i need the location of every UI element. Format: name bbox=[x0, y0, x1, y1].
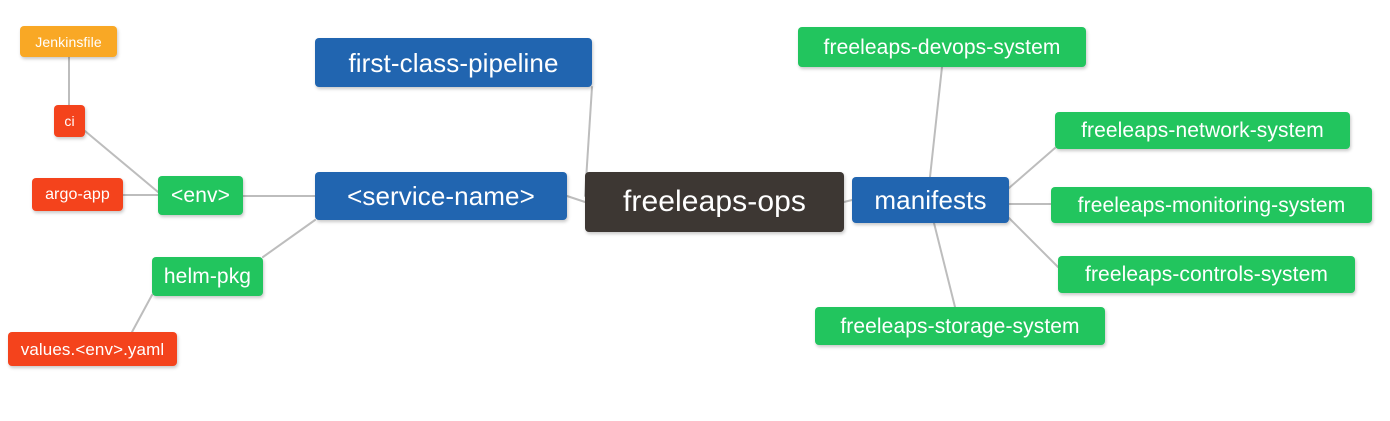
node-argo-app[interactable]: argo-app bbox=[32, 178, 123, 211]
edge-manifests-to-freeleaps-controls-system bbox=[1008, 217, 1059, 268]
node-ci[interactable]: ci bbox=[54, 105, 85, 137]
node-label-argo-app: argo-app bbox=[45, 185, 110, 203]
node-freeleaps-network-system[interactable]: freeleaps-network-system bbox=[1055, 112, 1350, 149]
node-jenkinsfile[interactable]: Jenkinsfile bbox=[20, 26, 117, 57]
node-first-class-pipeline[interactable]: first-class-pipeline bbox=[315, 38, 592, 87]
node-label-root: freeleaps-ops bbox=[622, 185, 807, 218]
node-label-freeleaps-network-system: freeleaps-network-system bbox=[1081, 119, 1324, 142]
node-root[interactable]: freeleaps-ops bbox=[585, 172, 844, 232]
node-label-values-env-yaml: values.<env>.yaml bbox=[20, 339, 165, 359]
node-label-manifests: manifests bbox=[874, 185, 987, 215]
edge-root-to-manifests bbox=[843, 199, 853, 203]
node-label-jenkinsfile: Jenkinsfile bbox=[35, 33, 102, 50]
node-helm-pkg[interactable]: helm-pkg bbox=[152, 257, 263, 296]
node-service-name[interactable]: <service-name> bbox=[315, 172, 567, 220]
node-freeleaps-devops-system[interactable]: freeleaps-devops-system bbox=[798, 27, 1086, 67]
edge-root-to-service-name bbox=[566, 195, 586, 203]
node-label-freeleaps-storage-system: freeleaps-storage-system bbox=[840, 314, 1080, 338]
edge-service-name-to-helm-pkg bbox=[262, 219, 316, 258]
node-values-env-yaml[interactable]: values.<env>.yaml bbox=[8, 332, 177, 366]
node-freeleaps-controls-system[interactable]: freeleaps-controls-system bbox=[1058, 256, 1355, 293]
node-freeleaps-storage-system[interactable]: freeleaps-storage-system bbox=[815, 307, 1105, 345]
node-label-freeleaps-devops-system: freeleaps-devops-system bbox=[823, 35, 1061, 59]
node-label-first-class-pipeline: first-class-pipeline bbox=[348, 47, 559, 78]
node-env[interactable]: <env> bbox=[158, 176, 243, 215]
node-manifests[interactable]: manifests bbox=[852, 177, 1009, 223]
node-freeleaps-monitoring-system[interactable]: freeleaps-monitoring-system bbox=[1051, 187, 1372, 223]
node-label-ci: ci bbox=[64, 113, 75, 129]
node-label-freeleaps-monitoring-system: freeleaps-monitoring-system bbox=[1077, 193, 1346, 217]
edge-manifests-to-freeleaps-devops-system bbox=[929, 66, 943, 178]
node-label-env: <env> bbox=[171, 184, 230, 207]
node-label-helm-pkg: helm-pkg bbox=[163, 265, 252, 288]
edge-manifests-to-freeleaps-network-system bbox=[1008, 147, 1056, 189]
node-label-service-name: <service-name> bbox=[347, 181, 535, 211]
edge-helm-pkg-to-values-env-yaml bbox=[131, 294, 153, 333]
edge-manifests-to-freeleaps-storage-system bbox=[933, 222, 956, 308]
node-label-freeleaps-controls-system: freeleaps-controls-system bbox=[1085, 263, 1328, 286]
